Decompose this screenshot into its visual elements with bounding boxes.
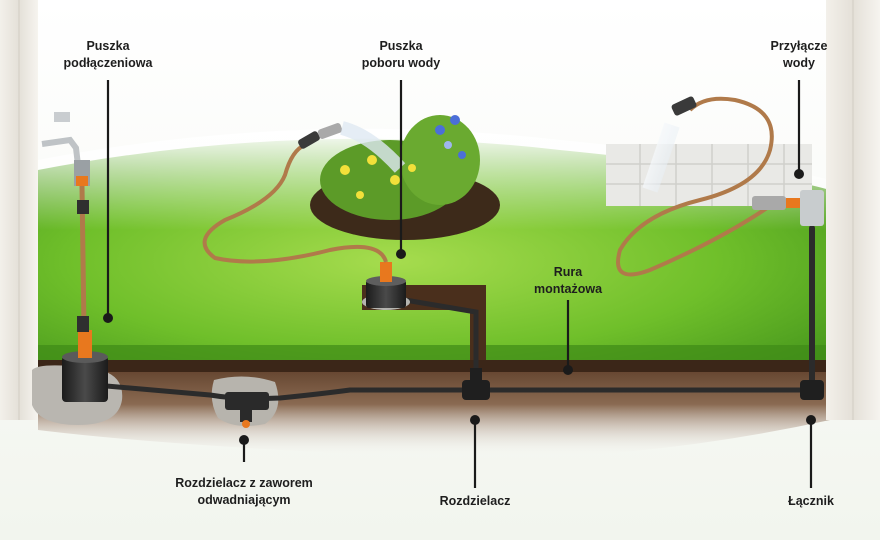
label-puszka-podlaczeniowa: Puszka podłączeniowa [63, 39, 153, 70]
garden-hose-middle [202, 121, 406, 264]
label-rura-montazowa: Rura montażowa [533, 265, 603, 296]
distributor-tee [462, 368, 490, 400]
label-rozdzielacz: Rozdzielacz [439, 494, 511, 508]
connection-box [62, 330, 108, 402]
flower-bed [310, 115, 500, 240]
connector [800, 380, 824, 400]
garden-hose-right [616, 96, 824, 277]
leader-dots [103, 169, 816, 445]
drain-valve-distributor [225, 392, 269, 428]
leader-lines [106, 80, 813, 488]
faucet [41, 112, 90, 332]
label-rozdzielacz-z-zaworem: Rozdzielacz z zaworem odwadniającym [175, 476, 313, 507]
water-intake-box [362, 262, 410, 310]
label-puszka-poboru-wody: Puszka poboru wody [361, 39, 441, 70]
label-lacznik: Łącznik [788, 494, 834, 508]
label-przylacze-wody: Przyłącze wody [770, 39, 828, 70]
